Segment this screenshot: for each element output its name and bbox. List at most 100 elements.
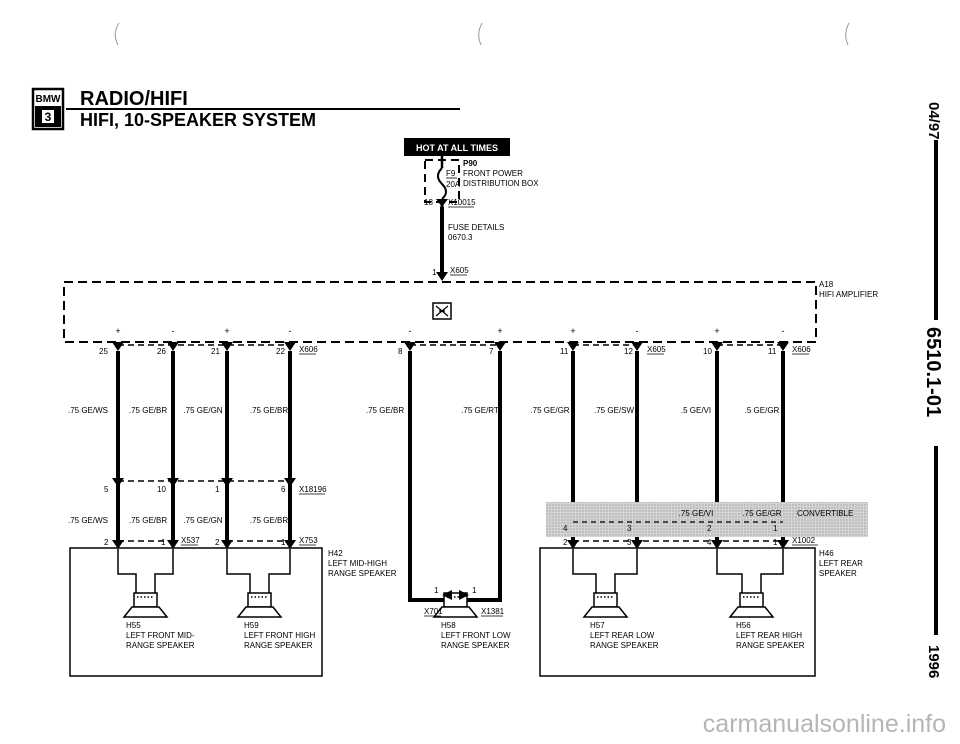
sidebar-doc-number: 6510.1-01 [922,327,944,417]
connector-icon [436,272,448,281]
speaker-name-1: LEFT REAR LOW [590,631,655,640]
power-connector-pin: 18 [424,198,433,207]
speaker-connector-pin: 1 [281,538,286,547]
scan-mark [114,22,120,46]
wire-label: .75 GE/GN [183,516,222,525]
amp-power-connector: X605 [450,266,469,275]
convertible-pin: 1 [773,524,778,533]
amp-pin-number: 21 [211,347,220,356]
mid-connector-pin: 6 [281,485,286,494]
wire-label: .75 GE/GR [530,406,569,415]
speaker-name-1: LEFT REAR [819,559,863,568]
amp-connector-x606-b: X606 [792,345,811,354]
speaker-name-2: RANGE SPEAKER [328,569,397,578]
mid-connector-pin: 5 [104,485,109,494]
speaker-connector-pin: 1 [434,586,439,595]
speaker-name-1: LEFT MID-HIGH [328,559,387,568]
wire-label: .75 GE/BR [250,516,288,525]
speaker-name-2: RANGE SPEAKER [244,641,313,650]
amp-pin-number: 8 [398,347,403,356]
mid-connector-id: X18196 [299,485,327,494]
speaker-connector-pin: 2 [563,538,568,547]
amp-pin-polarity: + [115,326,120,336]
speaker-name-1: LEFT FRONT LOW [441,631,511,640]
convertible-wire-label: .75 GE/VI [679,509,714,518]
speaker-name-2: RANGE SPEAKER [441,641,510,650]
speaker-connector-pin: 1 [161,538,166,547]
speaker-connector-pin: 2 [104,538,109,547]
bmw-badge-icon [31,87,65,131]
speaker-name-1: LEFT FRONT MID- [126,631,195,640]
speaker-icon [716,549,784,618]
amp-pin-polarity: + [497,326,502,336]
speaker-connector-x1381: X1381 [481,607,505,616]
amp-pin-number: 25 [99,347,108,356]
speaker-connector-pin: 1 [472,586,477,595]
connector-icon [436,199,448,207]
amp-pin-polarity: + [224,326,229,336]
speaker-name-1: LEFT REAR HIGH [736,631,802,640]
amp-pin-number: 11 [560,347,569,356]
speaker-id: H56 [736,621,751,630]
mid-connector-pin: 1 [215,485,220,494]
page-subtitle: HIFI, 10-SPEAKER SYSTEM [80,110,316,130]
wire-label: .75 GE/WS [68,516,108,525]
wire-label: .75 GE/SW [594,406,634,415]
speaker-connector-pin: 3 [627,538,632,547]
footer-watermark: carmanualsonline.info [703,710,946,738]
wire-label: .5 GE/GR [745,406,780,415]
amp-power-pin: 1 [432,268,437,277]
convertible-label: CONVERTIBLE [797,509,853,518]
amp-connector-x605: X605 [647,345,666,354]
speaker-id: H46 [819,549,834,558]
distribution-box-name-2: DISTRIBUTION BOX [463,179,539,188]
amp-pin-polarity: + [570,326,575,336]
amp-pin-number: 10 [703,347,712,356]
wire-label: .75 GE/BR [366,406,404,415]
speaker-name-2: RANGE SPEAKER [126,641,195,650]
hot-at-all-times-box [404,138,510,156]
amp-pin-polarity: + [714,326,719,336]
scan-mark [845,22,850,46]
connector-icon [112,540,789,549]
wire-label: .75 GE/GN [183,406,222,415]
speaker-name-1: LEFT FRONT HIGH [244,631,315,640]
speaker-name-2: RANGE SPEAKER [736,641,805,650]
speaker-name-2: SPEAKER [819,569,857,578]
amp-pin-polarity: - [289,326,292,336]
speaker-connector-x1002: X1002 [792,536,816,545]
convertible-wire-label: .75 GE/GR [742,509,781,518]
connector-icon [442,590,469,600]
convertible-band [546,502,868,537]
mid-connector-pin: 10 [157,485,166,494]
sidebar-year: 1996 [925,645,942,678]
power-connector-id: X10015 [448,198,476,207]
amp-connector-x606: X606 [299,345,318,354]
speaker-icon [572,549,638,618]
speaker-connector-pin: 2 [215,538,220,547]
scan-mark [478,22,483,46]
fuse-details-label: FUSE DETAILS [448,223,504,232]
speaker-id: H55 [126,621,141,630]
speaker-enclosure-h42 [69,547,323,677]
speaker-enclosure-h46 [539,547,816,677]
speaker-name-2: RANGE SPEAKER [590,641,659,650]
wire-harness [116,351,785,602]
speaker-connector-x537: X537 [181,536,200,545]
speaker-connector-pin: 1 [773,538,778,547]
amp-pin-number: 11 [768,347,777,356]
speaker-id: H59 [244,621,259,630]
speaker-connector-x753: X753 [299,536,318,545]
speaker-icon [226,549,291,618]
amp-pin-polarity: - [409,326,412,336]
fuse-details-ref: 0670.3 [448,233,473,242]
wire-label: .75 GE/WS [68,406,108,415]
speaker-id: H42 [328,549,343,558]
hot-at-all-times-label: HOT AT ALL TIMES [416,143,498,153]
convertible-pin: 4 [563,524,568,533]
convertible-pin: 2 [707,524,712,533]
amp-pin-polarity: - [636,326,639,336]
connector-icon [112,478,296,487]
badge-bmw-text: BMW [36,94,62,105]
